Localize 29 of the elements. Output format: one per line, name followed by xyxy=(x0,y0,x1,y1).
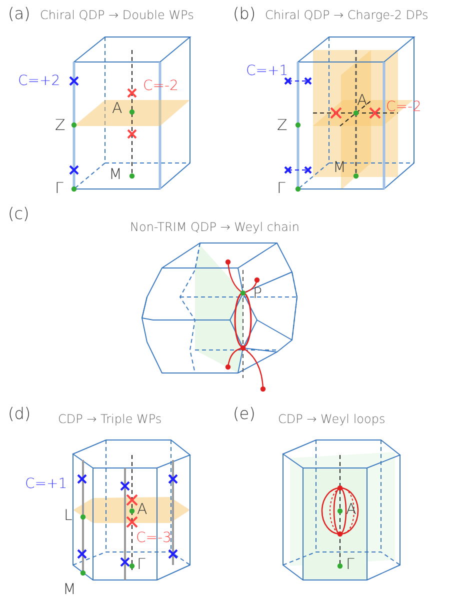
point-label: M xyxy=(333,160,346,175)
point-label: A xyxy=(357,93,368,108)
point-label: M xyxy=(109,167,122,182)
panel-letter: (c) xyxy=(8,206,30,222)
point-label: A xyxy=(346,502,356,517)
panel-letter: (e) xyxy=(233,406,256,422)
panel-letter: (a) xyxy=(8,6,30,22)
panel-title: Chiral QDP → Charge-2 DPs xyxy=(265,9,428,21)
point-label: Z xyxy=(277,118,288,133)
point-label: A xyxy=(137,502,148,517)
point-label: P xyxy=(253,286,262,301)
chern-number: C=-2 xyxy=(143,79,178,93)
point-label: L xyxy=(64,508,72,523)
panel-title: CDP → Triple WPs xyxy=(58,413,162,425)
chern-number: C=+1 xyxy=(246,64,288,78)
panel-title: Chiral QDP → Double WPs xyxy=(40,9,194,21)
point-label: Γ xyxy=(277,181,286,196)
chern-number: C=+2 xyxy=(18,74,60,88)
panel-letter: (d) xyxy=(8,406,31,422)
point-label: M xyxy=(63,582,76,597)
panel-title: Non-TRIM QDP → Weyl chain xyxy=(130,221,300,233)
panel-letter: (b) xyxy=(233,6,256,22)
point-label: Z xyxy=(55,118,66,133)
point-label: Γ xyxy=(137,557,146,572)
panel-title: CDP → Weyl loops xyxy=(278,413,386,425)
point-label: A xyxy=(112,101,122,116)
point-label: Γ xyxy=(346,557,354,572)
chern-number: C=+1 xyxy=(25,477,68,491)
point-label: Γ xyxy=(55,181,64,196)
